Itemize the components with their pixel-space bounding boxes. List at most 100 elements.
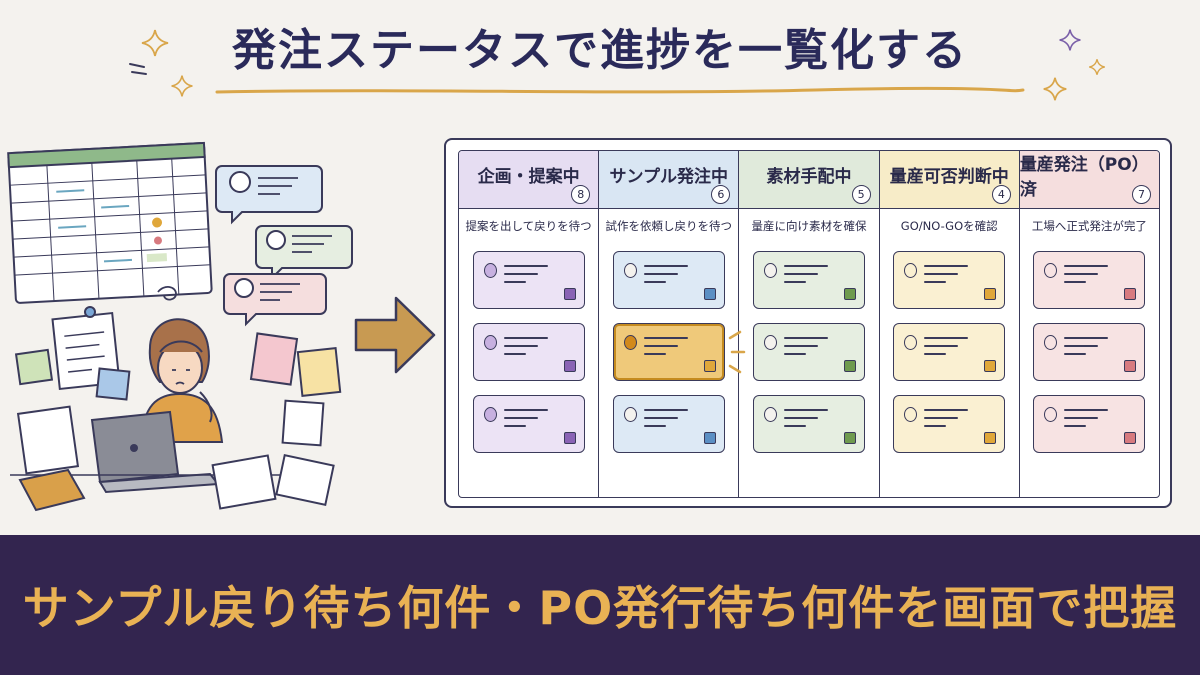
status-tag-icon — [1124, 288, 1137, 300]
column-header[interactable]: 量産可否判断中 4 — [879, 151, 1019, 209]
card-list — [1020, 243, 1159, 453]
card-list — [599, 243, 746, 453]
column-description: 提案を出して戻りを待つ — [465, 219, 592, 233]
person — [138, 318, 224, 443]
column-title: 素材手配中 — [766, 167, 852, 187]
sticky-note — [14, 348, 54, 386]
card-text-line — [503, 265, 548, 267]
sparkle-icon — [1089, 59, 1105, 75]
status-tag-icon — [563, 360, 576, 372]
card-text-line — [503, 337, 548, 339]
column-title: サンプル発注中 — [609, 167, 729, 187]
column-description: 量産に向け素材を確保 — [751, 219, 867, 233]
card-text-line — [924, 425, 947, 427]
status-tag-icon — [563, 432, 576, 444]
column-count-badge: 5 — [851, 185, 871, 204]
status-tag-icon — [984, 432, 997, 444]
status-tag-icon — [563, 288, 576, 300]
task-card[interactable] — [612, 323, 746, 381]
kanban-column: サンプル発注中 6 試作を依頼し戻りを待つ — [599, 151, 746, 497]
card-list — [880, 243, 1019, 453]
task-card[interactable] — [612, 251, 725, 309]
status-tag-icon — [984, 360, 997, 372]
task-card[interactable] — [893, 323, 1006, 381]
card-text-line — [924, 281, 947, 283]
sparkle-icon — [1059, 29, 1081, 51]
card-text-line — [924, 337, 969, 339]
card-text-line — [924, 417, 959, 419]
task-card[interactable] — [1033, 323, 1146, 381]
card-text-line — [1064, 273, 1099, 275]
column-title: 企画・提案中 — [477, 167, 580, 187]
task-card[interactable] — [1033, 395, 1146, 453]
column-count-badge: 7 — [1132, 185, 1152, 204]
overwhelmed-worker-illustration — [7, 141, 353, 512]
task-card[interactable] — [893, 395, 1006, 453]
attention-burst-icon — [728, 330, 746, 374]
book — [18, 468, 86, 512]
chat-bubble — [255, 225, 353, 281]
kanban-column: 量産発注（PO）済 7 工場へ正式発注が完了 — [1019, 151, 1159, 497]
paper — [16, 405, 80, 475]
column-header[interactable]: 量産発注（PO）済 7 — [1019, 151, 1159, 209]
status-tag-icon — [844, 288, 856, 300]
card-text-line — [784, 353, 806, 355]
card-list — [459, 243, 598, 453]
avatar-icon — [1044, 335, 1058, 350]
task-card[interactable] — [612, 395, 725, 453]
card-text-line — [503, 273, 538, 275]
column-count-badge: 8 — [571, 185, 591, 204]
banner-text: サンプル戻り待ち何件・PO発行待ち何件を画面で把握 — [22, 581, 1178, 635]
column-header[interactable]: 素材手配中 5 — [739, 151, 879, 209]
avatar-icon — [764, 263, 777, 278]
paper — [275, 454, 335, 506]
card-text-line — [643, 425, 666, 427]
task-card[interactable] — [753, 323, 865, 381]
paper — [211, 454, 277, 510]
card-text-line — [643, 273, 678, 275]
card-text-line — [503, 417, 538, 419]
task-card[interactable] — [472, 395, 585, 453]
card-text-line — [503, 425, 526, 427]
task-card[interactable] — [472, 251, 585, 309]
card-text-line — [924, 409, 969, 411]
kanban-column: 企画・提案中 8 提案を出して戻りを待つ — [459, 151, 600, 497]
card-text-line — [924, 273, 959, 275]
chat-bubble — [223, 273, 327, 327]
kanban-columns: 企画・提案中 8 提案を出して戻りを待つ サンプル発注中 6 試作を依頼し戻りを… — [458, 150, 1160, 498]
column-count-badge: 4 — [991, 185, 1011, 204]
avatar-icon — [623, 263, 637, 278]
status-tag-icon — [1124, 432, 1137, 444]
card-text-line — [643, 281, 666, 283]
column-header[interactable]: 企画・提案中 8 — [459, 151, 599, 209]
card-text-line — [924, 265, 969, 267]
column-header[interactable]: サンプル発注中 6 — [599, 151, 739, 209]
dash-marks — [129, 63, 147, 75]
avatar-icon — [904, 407, 918, 422]
card-text-line — [924, 345, 959, 347]
kanban-column: 量産可否判断中 4 GO/NO-GOを確認 — [879, 151, 1020, 497]
card-text-line — [1064, 417, 1099, 419]
task-card[interactable] — [753, 251, 865, 309]
card-text-line — [503, 345, 538, 347]
task-card[interactable] — [893, 251, 1006, 309]
title-underline — [215, 86, 1025, 94]
column-description: 試作を依頼し戻りを待つ — [605, 219, 733, 233]
sparkle-icon — [141, 29, 169, 57]
kanban-column: 素材手配中 5 量産に向け素材を確保 — [739, 151, 880, 497]
card-text-line — [643, 265, 688, 267]
status-tag-icon — [703, 360, 716, 372]
task-card[interactable] — [753, 395, 865, 453]
card-text-line — [1064, 265, 1109, 267]
title-area: 発注ステータスで進捗を一覧化する — [0, 14, 1200, 88]
page-title: 発注ステータスで進捗を一覧化する — [232, 25, 968, 76]
kanban-board: 企画・提案中 8 提案を出して戻りを待つ サンプル発注中 6 試作を依頼し戻りを… — [444, 138, 1172, 508]
status-tag-icon — [1124, 360, 1137, 372]
task-card[interactable] — [472, 323, 585, 381]
column-title: 量産発注（PO）済 — [1019, 154, 1149, 200]
avatar-icon — [904, 263, 918, 278]
status-tag-icon — [844, 360, 856, 372]
sticky-note — [95, 367, 131, 401]
column-description: GO/NO-GOを確認 — [900, 219, 998, 233]
task-card[interactable] — [1033, 251, 1146, 309]
